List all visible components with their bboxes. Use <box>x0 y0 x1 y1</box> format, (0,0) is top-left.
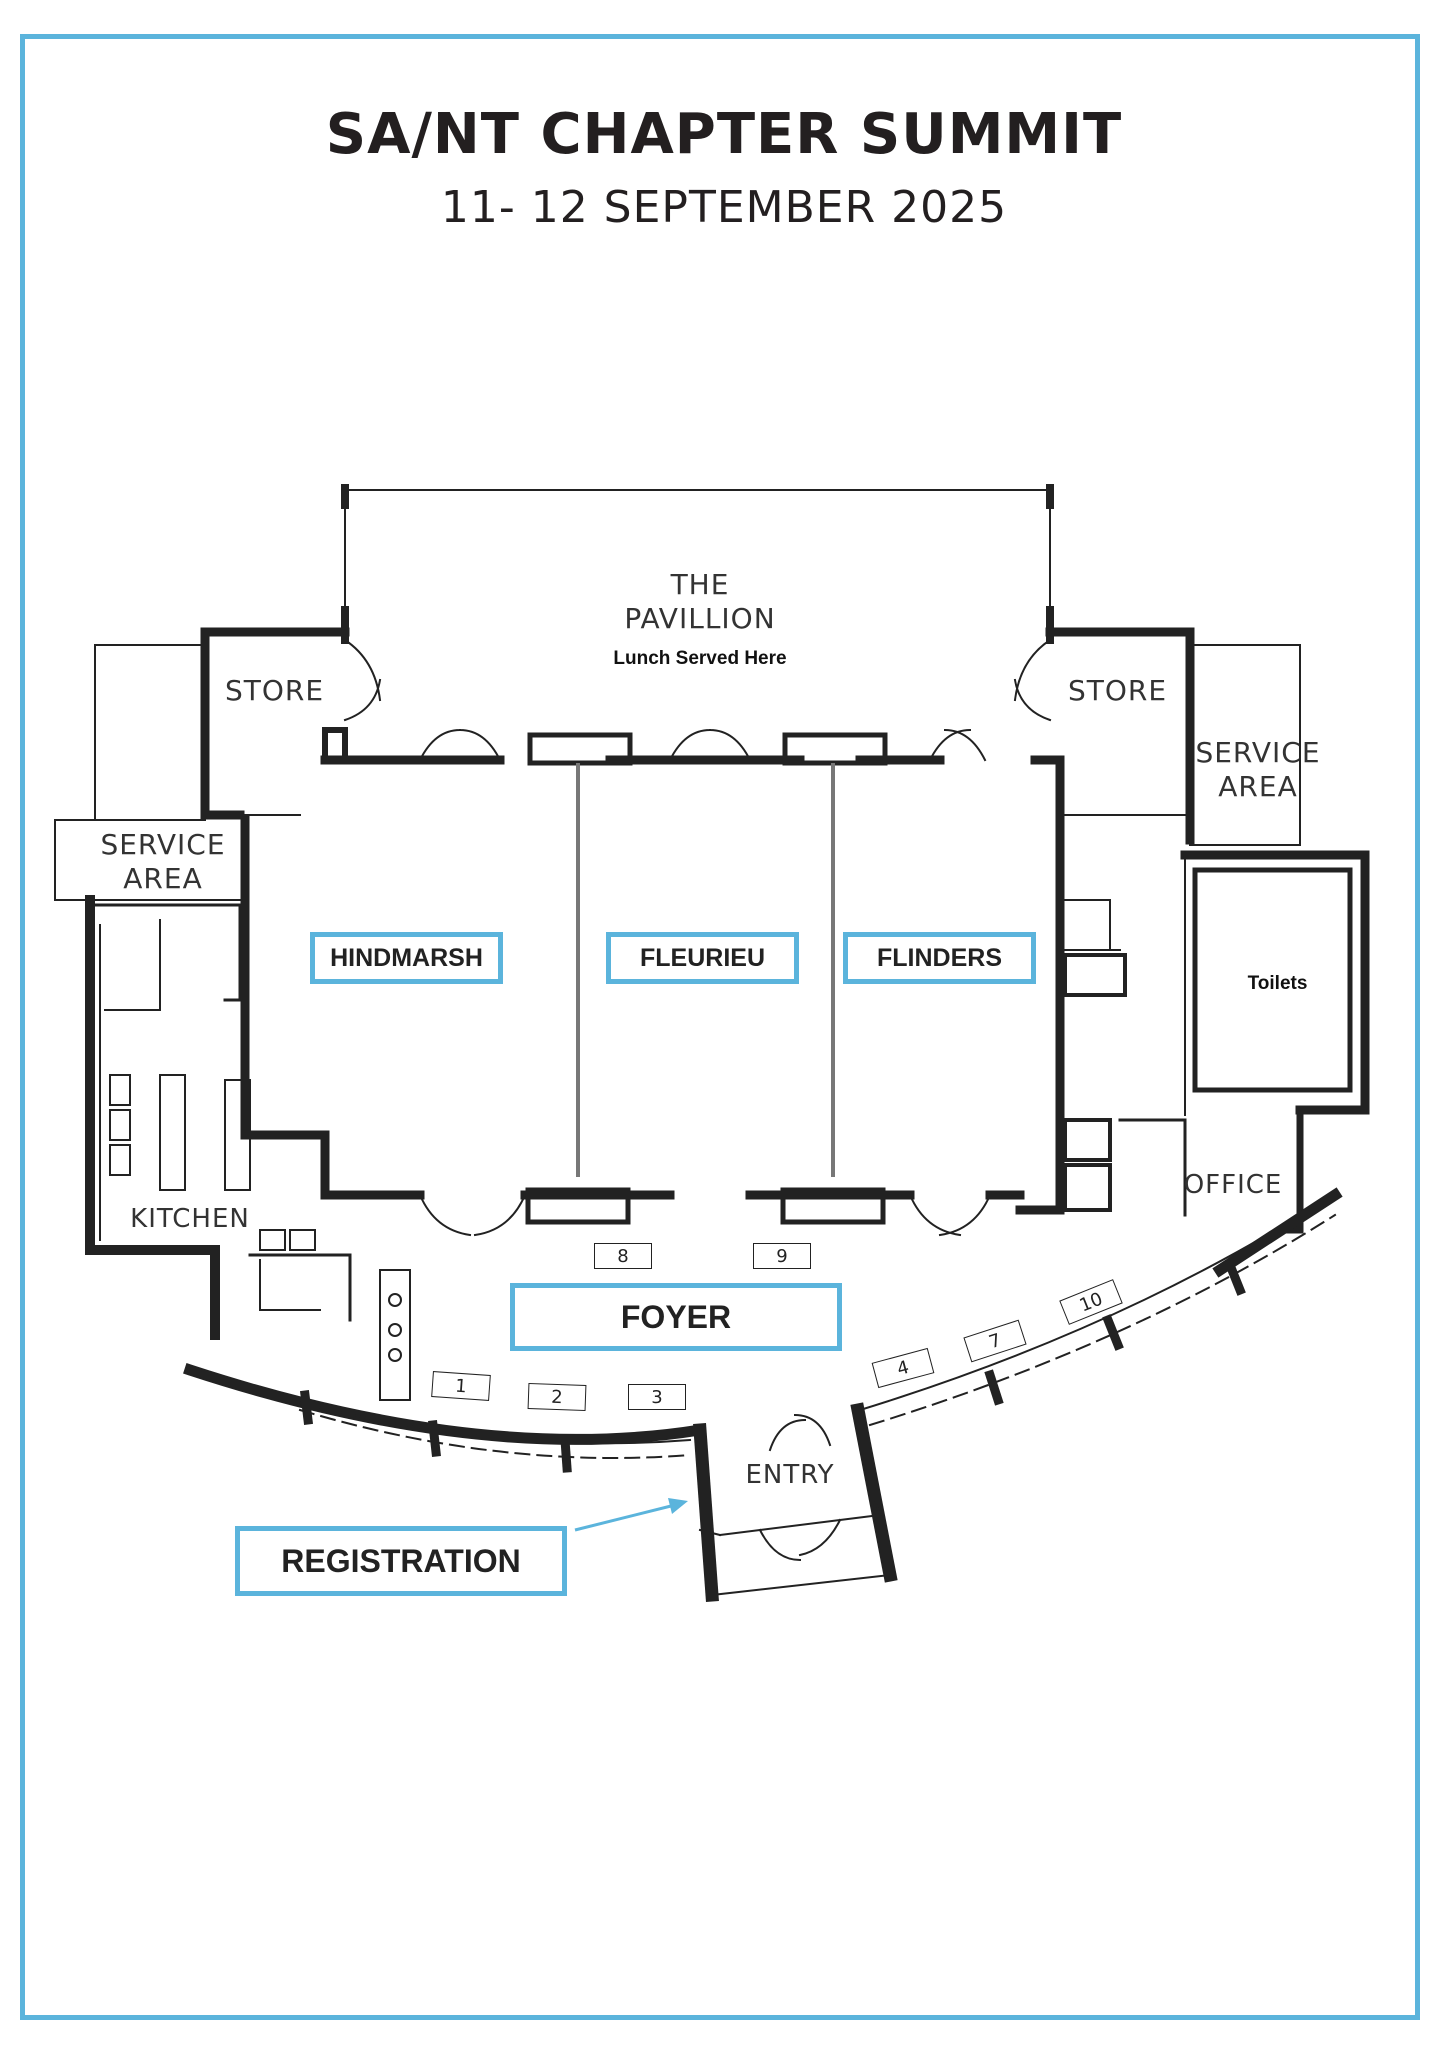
room-fleurieu: FLEURIEU <box>606 932 799 984</box>
room-flinders: FLINDERS <box>843 932 1036 984</box>
pavilion-label: THE PAVILLION <box>624 568 776 635</box>
store-right-label: STORE <box>1067 674 1168 707</box>
page-frame <box>20 34 1420 2020</box>
store-left-label: STORE <box>224 674 325 707</box>
event-dates: 11- 12 SEPTEMBER 2025 <box>440 182 1008 233</box>
toilets-label: Toilets <box>1247 973 1308 994</box>
service-area-left-label: SERVICE AREA <box>100 828 226 895</box>
room-hindmarsh: HINDMARSH <box>310 932 503 984</box>
registration-label: REGISTRATION <box>235 1526 567 1596</box>
page-title: SA/NT CHAPTER SUMMIT <box>325 102 1123 167</box>
stand-9: 9 <box>753 1243 811 1269</box>
stand-3: 3 <box>628 1384 686 1410</box>
office-label: OFFICE <box>1183 1170 1283 1200</box>
stand-1: 1 <box>431 1371 491 1401</box>
pavilion-note: Lunch Served Here <box>613 648 787 669</box>
room-foyer: FOYER <box>510 1283 842 1351</box>
stand-2: 2 <box>527 1382 587 1412</box>
service-area-right-label: SERVICE AREA <box>1195 736 1321 803</box>
entry-label: ENTRY <box>745 1460 835 1490</box>
kitchen-label: KITCHEN <box>130 1204 250 1234</box>
stand-8: 8 <box>594 1243 652 1269</box>
